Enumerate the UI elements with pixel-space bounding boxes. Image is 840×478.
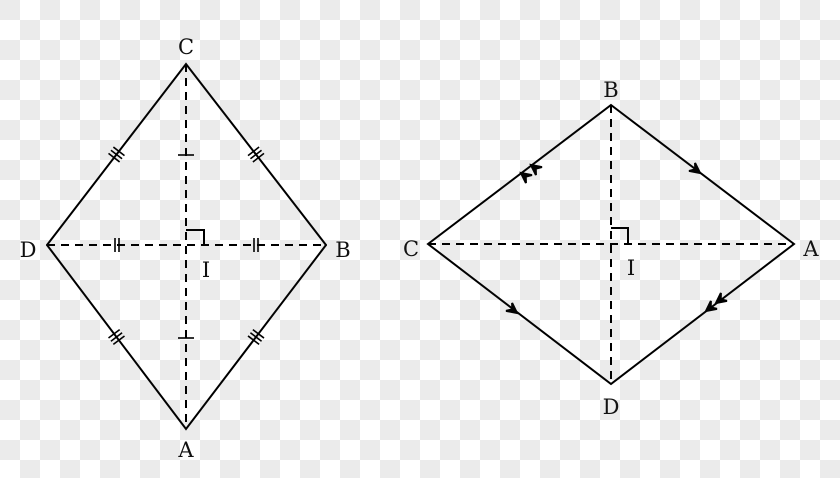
vertex-label-C: C — [403, 237, 419, 261]
vertex-label-B: B — [603, 78, 618, 102]
figure-left-rhombus: C B A D I — [20, 35, 351, 462]
arrow-icon-BA — [688, 162, 702, 175]
right-angle-mark — [186, 229, 205, 245]
vertex-label-B: B — [335, 238, 350, 262]
rhombus-outline — [426, 103, 796, 386]
vertex-label-A: A — [177, 438, 194, 462]
double-arrow-icon-BC — [519, 163, 543, 184]
vertical-half-diagonal-ticks — [178, 154, 194, 339]
side-tick-marks — [108, 146, 265, 346]
vertex-label-D: D — [603, 395, 620, 419]
vertex-label-D: D — [20, 238, 37, 262]
center-label-I: I — [202, 258, 210, 282]
arrow-icon-CD — [505, 302, 519, 315]
double-arrow-icon-AD — [704, 292, 728, 313]
figure-right-rhombus: B A D C I — [403, 78, 819, 419]
center-label-I: I — [627, 256, 635, 280]
vertex-label-C: C — [178, 35, 194, 59]
horizontal-half-diagonal-ticks — [114, 238, 259, 252]
right-angle-mark — [611, 227, 629, 244]
side-D-C-B — [46, 62, 327, 246]
side-D-A-B — [46, 244, 327, 431]
vertex-label-A: A — [802, 237, 819, 261]
